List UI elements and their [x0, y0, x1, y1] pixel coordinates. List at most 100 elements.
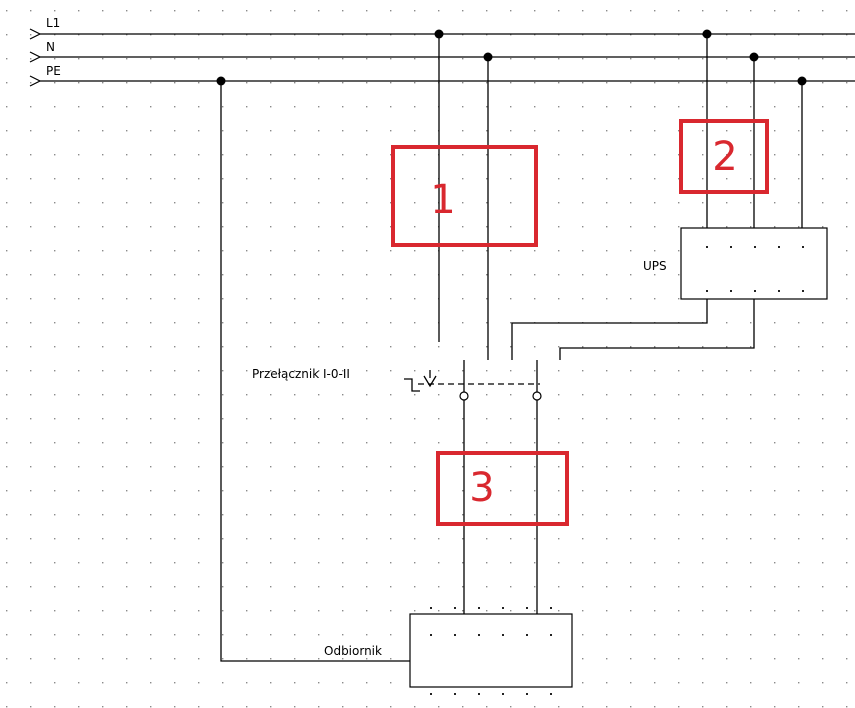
grid-dot [726, 82, 728, 84]
grid-dot [510, 82, 512, 84]
grid-dot [6, 682, 8, 684]
grid-dot [198, 442, 200, 444]
grid-dot [822, 562, 824, 564]
grid-dot [630, 658, 632, 660]
grid-dot [30, 370, 32, 372]
grid-dot [198, 634, 200, 636]
grid-dot [822, 466, 824, 468]
grid-dot [102, 298, 104, 300]
grid-dot [222, 634, 224, 636]
grid-dot [582, 250, 584, 252]
grid-dot [390, 706, 392, 708]
grid-dot [294, 418, 296, 420]
grid-dot [174, 154, 176, 156]
grid-dot [462, 202, 464, 204]
grid-dot [366, 322, 368, 324]
grid-dot [270, 274, 272, 276]
grid-dot [222, 178, 224, 180]
grid-dot [270, 178, 272, 180]
grid-dot [30, 634, 32, 636]
grid-dot [414, 370, 416, 372]
grid-dot [678, 610, 680, 612]
grid-dot [294, 586, 296, 588]
grid-dot [462, 154, 464, 156]
grid-dot [30, 58, 32, 60]
grid-dot [150, 130, 152, 132]
grid-dot [678, 442, 680, 444]
grid-dot [270, 514, 272, 516]
grid-dot [102, 610, 104, 612]
grid-dot [798, 490, 800, 492]
grid-dot [78, 298, 80, 300]
grid-dot [654, 682, 656, 684]
grid-dot [390, 658, 392, 660]
grid-dot [846, 514, 848, 516]
grid-dot [270, 490, 272, 492]
grid-dot [558, 226, 560, 228]
grid-dot [462, 610, 464, 612]
grid-dot [294, 322, 296, 324]
grid-dot [798, 130, 800, 132]
grid-dot [606, 34, 608, 36]
grid-dot [654, 610, 656, 612]
pin-mark [730, 246, 732, 248]
grid-dot [6, 106, 8, 108]
grid-dot [366, 274, 368, 276]
grid-dot [582, 106, 584, 108]
grid-dot [510, 10, 512, 12]
grid-dot [246, 610, 248, 612]
grid-dot [630, 466, 632, 468]
grid-dot [486, 706, 488, 708]
grid-dot [630, 490, 632, 492]
grid-dot [366, 586, 368, 588]
grid-dot [102, 178, 104, 180]
grid-dot [222, 418, 224, 420]
grid-dot [54, 442, 56, 444]
grid-dot [174, 442, 176, 444]
grid-dot [510, 58, 512, 60]
grid-dot [270, 322, 272, 324]
grid-dot [342, 10, 344, 12]
grid-dot [126, 418, 128, 420]
grid-dot [750, 202, 752, 204]
grid-dot [558, 106, 560, 108]
grid-dot [294, 58, 296, 60]
grid-dot [582, 394, 584, 396]
grid-dot [294, 682, 296, 684]
grid-dot [246, 538, 248, 540]
grid-dot [78, 106, 80, 108]
grid-dot [414, 706, 416, 708]
grid-dot [54, 466, 56, 468]
grid-dot [678, 130, 680, 132]
grid-dot [558, 274, 560, 276]
grid-dot [222, 250, 224, 252]
grid-dot [318, 658, 320, 660]
grid-dot [318, 514, 320, 516]
grid-dot [822, 154, 824, 156]
grid-dot [702, 586, 704, 588]
pin-mark [778, 246, 780, 248]
grid-dot [822, 442, 824, 444]
grid-dot [6, 514, 8, 516]
grid-dot [654, 274, 656, 276]
grid-dot [438, 418, 440, 420]
grid-dot [702, 538, 704, 540]
pin-mark [550, 634, 552, 636]
grid-dot [558, 298, 560, 300]
grid-dot [198, 10, 200, 12]
grid-dot [126, 274, 128, 276]
grid-dot [294, 130, 296, 132]
grid-dot [198, 130, 200, 132]
grid-dot [846, 106, 848, 108]
grid-dot [150, 514, 152, 516]
annotation-number-3: 3 [469, 465, 494, 511]
grid-dot [750, 610, 752, 612]
grid-dot [774, 394, 776, 396]
grid-dot [582, 490, 584, 492]
grid-dot [654, 586, 656, 588]
grid-dot [750, 322, 752, 324]
load-box [409, 613, 573, 688]
grid-dot [510, 250, 512, 252]
grid-dot [798, 34, 800, 36]
grid-dot [486, 250, 488, 252]
